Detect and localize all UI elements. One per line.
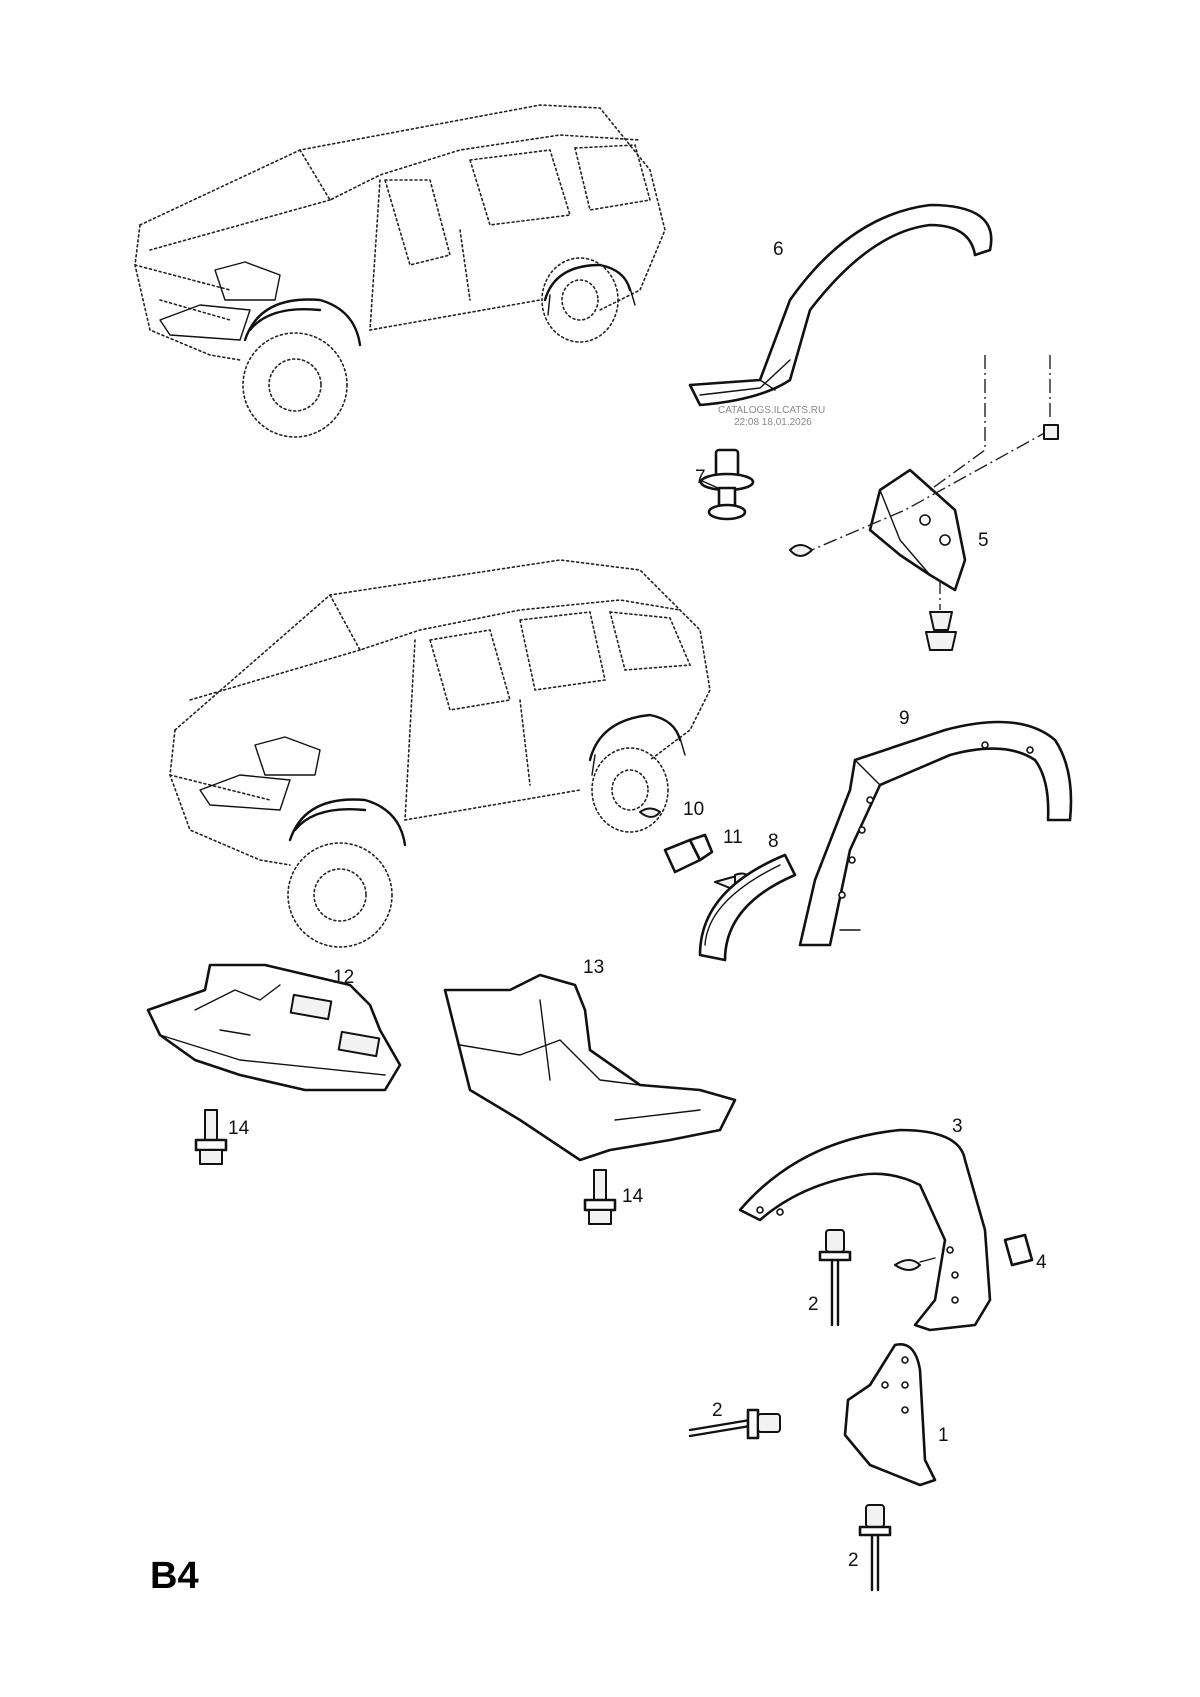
vehicle-middle-highlights xyxy=(199,713,686,847)
callout-9: 9 xyxy=(899,708,910,729)
part-2-rivet-upper xyxy=(818,1229,852,1327)
part-13-underbody-shield xyxy=(443,973,737,1162)
part-1-mud-flap xyxy=(843,1343,937,1487)
callout-7: 7 xyxy=(695,467,706,488)
callout-14-right: 14 xyxy=(622,1186,644,1207)
callout-3: 3 xyxy=(952,1116,963,1137)
part-12-skid-plate xyxy=(146,963,402,1092)
part-3-mud-guard xyxy=(738,1128,992,1332)
callout-12: 12 xyxy=(333,967,354,988)
callout-1: 1 xyxy=(938,1425,949,1446)
part-2-rivet-lower xyxy=(858,1504,892,1592)
part-9-rear-flare xyxy=(798,720,1073,947)
part-2-rivet-middle xyxy=(688,1408,781,1440)
part-14-bolt-right xyxy=(583,1169,617,1225)
callout-10: 10 xyxy=(683,799,704,820)
part-5-fasteners xyxy=(789,355,1059,651)
callout-11: 11 xyxy=(723,827,743,848)
callout-2-middle: 2 xyxy=(712,1400,723,1421)
callout-5: 5 xyxy=(978,530,989,551)
part-5-bracket xyxy=(868,468,967,592)
callout-6: 6 xyxy=(773,239,784,260)
part-14-bolt-left xyxy=(194,1109,228,1165)
watermark-line1: CATALOGS.ILCATS.RU xyxy=(718,405,825,416)
watermark-line2: 22:08 18.01.2026 xyxy=(734,417,812,428)
part-10-clip xyxy=(639,807,714,874)
part-6-wheel-arch-flare xyxy=(688,203,993,407)
vehicle-top-highlights xyxy=(159,261,636,347)
sheet-label: B4 xyxy=(150,1555,199,1597)
vehicle-middle-outline xyxy=(169,559,711,948)
callout-8: 8 xyxy=(768,831,779,852)
callout-13: 13 xyxy=(583,957,604,978)
part-4-clip xyxy=(894,1233,1034,1271)
callout-14-left: 14 xyxy=(228,1118,250,1139)
callout-4: 4 xyxy=(1036,1252,1047,1273)
vehicle-top-outline xyxy=(134,104,666,438)
callout-2-upper: 2 xyxy=(808,1294,819,1315)
part-8-arch-extension xyxy=(698,853,797,962)
callout-2-lower: 2 xyxy=(848,1550,859,1571)
leader-lines xyxy=(699,479,861,931)
